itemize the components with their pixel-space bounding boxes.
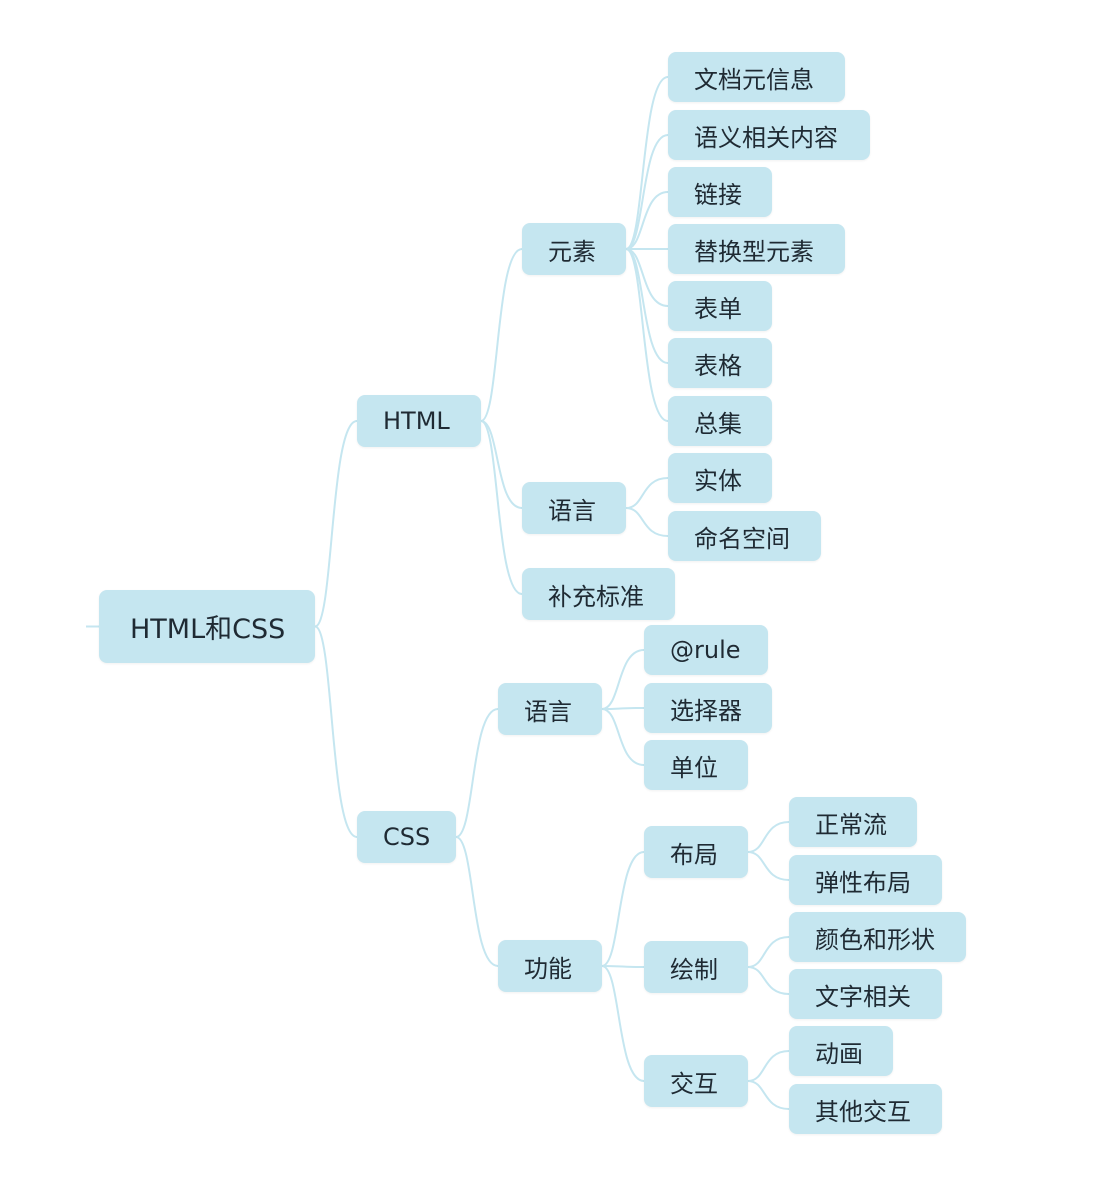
mindmap-node-r0-1[interactable]: 语言: [522, 482, 626, 534]
mindmap-node-r0-0-0[interactable]: 文档元信息: [668, 52, 845, 102]
mindmap-node-r1-1-1-0[interactable]: 颜色和形状: [789, 912, 966, 962]
mindmap-root-node[interactable]: HTML和CSS: [99, 590, 315, 663]
node-label: HTML: [383, 407, 450, 435]
mindmap-node-r0-0-1[interactable]: 语义相关内容: [668, 110, 870, 160]
node-label: 表格: [694, 351, 742, 380]
node-label: 表单: [694, 294, 742, 323]
mindmap-node-r0-0-3[interactable]: 替换型元素: [668, 224, 845, 274]
node-label: 语言: [524, 697, 572, 726]
connector-r1-1-0-to-r1-1-0-0: [747, 821, 790, 853]
mindmap-node-r0-0-4[interactable]: 表单: [668, 281, 772, 331]
mindmap-node-r0-2[interactable]: 补充标准: [522, 568, 675, 620]
mindmap-node-r0-1-1[interactable]: 命名空间: [668, 511, 821, 561]
connector-r0-0-to-r0-0-6: [625, 248, 669, 422]
node-label: 绘制: [670, 955, 718, 984]
mindmap-node-r0-0-2[interactable]: 链接: [668, 167, 772, 217]
node-label: 颜色和形状: [815, 925, 935, 954]
connector-r0-to-r0-1: [480, 420, 523, 509]
connector-r0-0-to-r0-0-1: [625, 134, 669, 250]
mindmap-node-r1-1-0[interactable]: 布局: [644, 826, 748, 878]
node-label: 语义相关内容: [694, 123, 838, 152]
connector-r0-to-r0-0: [480, 248, 523, 422]
node-label: 交互: [670, 1069, 718, 1098]
mindmap-node-r1-1-1-1[interactable]: 文字相关: [789, 969, 942, 1019]
connector-r0-0-to-r0-0-5: [625, 248, 669, 364]
node-label: 总集: [694, 409, 742, 438]
connector-r0-1-to-r0-1-0: [625, 477, 669, 509]
node-label: 单位: [670, 753, 718, 782]
node-label: 链接: [694, 180, 742, 209]
connector-r1-0-to-r1-0-1: [601, 707, 645, 710]
node-label: 文档元信息: [694, 65, 814, 94]
connector-r0-to-r0-2: [480, 420, 523, 595]
node-label: @rule: [670, 636, 741, 664]
node-label: 补充标准: [548, 582, 644, 611]
connector-r1-to-r1-1: [455, 836, 499, 967]
node-label: 选择器: [670, 696, 742, 725]
node-label: 语言: [548, 496, 596, 525]
node-label: CSS: [383, 823, 431, 851]
mindmap-node-r1-1-2-0[interactable]: 动画: [789, 1026, 893, 1076]
mindmap-node-r1-1-0-0[interactable]: 正常流: [789, 797, 917, 847]
mindmap-node-html-r0[interactable]: HTML: [357, 395, 481, 447]
node-label: 动画: [815, 1039, 863, 1068]
connector-r1-0-to-r1-0-0: [601, 649, 645, 710]
node-label: 弹性布局: [815, 868, 911, 897]
connector-r-to-r0: [314, 420, 358, 628]
mindmap-node-r1-0-2[interactable]: 单位: [644, 740, 748, 790]
node-label: 布局: [670, 840, 718, 869]
connector-r-to-r1: [314, 625, 358, 838]
node-label: 功能: [524, 954, 572, 983]
node-label: 替换型元素: [694, 237, 814, 266]
node-label: 其他交互: [815, 1097, 911, 1126]
node-label: 元素: [548, 237, 596, 266]
connector-r1-1-to-r1-1-0: [601, 851, 645, 967]
mindmap-node-r1-1-2-1[interactable]: 其他交互: [789, 1084, 942, 1134]
mindmap-node-r0-1-0[interactable]: 实体: [668, 453, 772, 503]
node-label: HTML和CSS: [130, 614, 286, 645]
mindmap-node-r1-1-0-1[interactable]: 弹性布局: [789, 855, 942, 905]
node-label: 实体: [694, 466, 742, 495]
mindmap-node-r1-1-1[interactable]: 绘制: [644, 941, 748, 993]
mindmap-node-r1-1-2[interactable]: 交互: [644, 1055, 748, 1107]
mindmap-node-r0-0-6[interactable]: 总集: [668, 396, 772, 446]
mindmap-node-r1-0-1[interactable]: 选择器: [644, 683, 772, 733]
mindmap-node-r1-1[interactable]: 功能: [498, 940, 602, 992]
connector-r1-1-1-to-r1-1-1-0: [747, 936, 790, 968]
mindmap-node-rule-r1-0-0[interactable]: @rule: [644, 625, 768, 675]
connector-r0-1-to-r0-1-1: [625, 507, 669, 537]
mindmap-node-r0-0[interactable]: 元素: [522, 223, 626, 275]
connector-r0-0-to-r0-0-2: [625, 191, 669, 250]
connector-r1-1-to-r1-1-1: [601, 965, 645, 968]
connector-r1-0-to-r1-0-2: [601, 708, 645, 766]
node-label: 正常流: [815, 810, 887, 839]
connector-r1-to-r1-0: [455, 708, 499, 838]
node-label: 命名空间: [694, 524, 790, 553]
connector-r1-1-2-to-r1-1-2-1: [747, 1080, 790, 1110]
mindmap-node-r1-0[interactable]: 语言: [498, 683, 602, 735]
connector-r0-0-to-r0-0-4: [625, 248, 669, 307]
node-label: 文字相关: [815, 982, 911, 1011]
mindmap-node-r0-0-5[interactable]: 表格: [668, 338, 772, 388]
connector-r1-1-0-to-r1-1-0-1: [747, 851, 790, 881]
connector-r1-1-to-r1-1-2: [601, 965, 645, 1082]
mindmap-node-css-r1[interactable]: CSS: [357, 811, 456, 863]
connector-r1-1-2-to-r1-1-2-0: [747, 1050, 790, 1082]
connector-r1-1-1-to-r1-1-1-1: [747, 966, 790, 995]
connector-r0-0-to-r0-0-0: [625, 76, 669, 250]
